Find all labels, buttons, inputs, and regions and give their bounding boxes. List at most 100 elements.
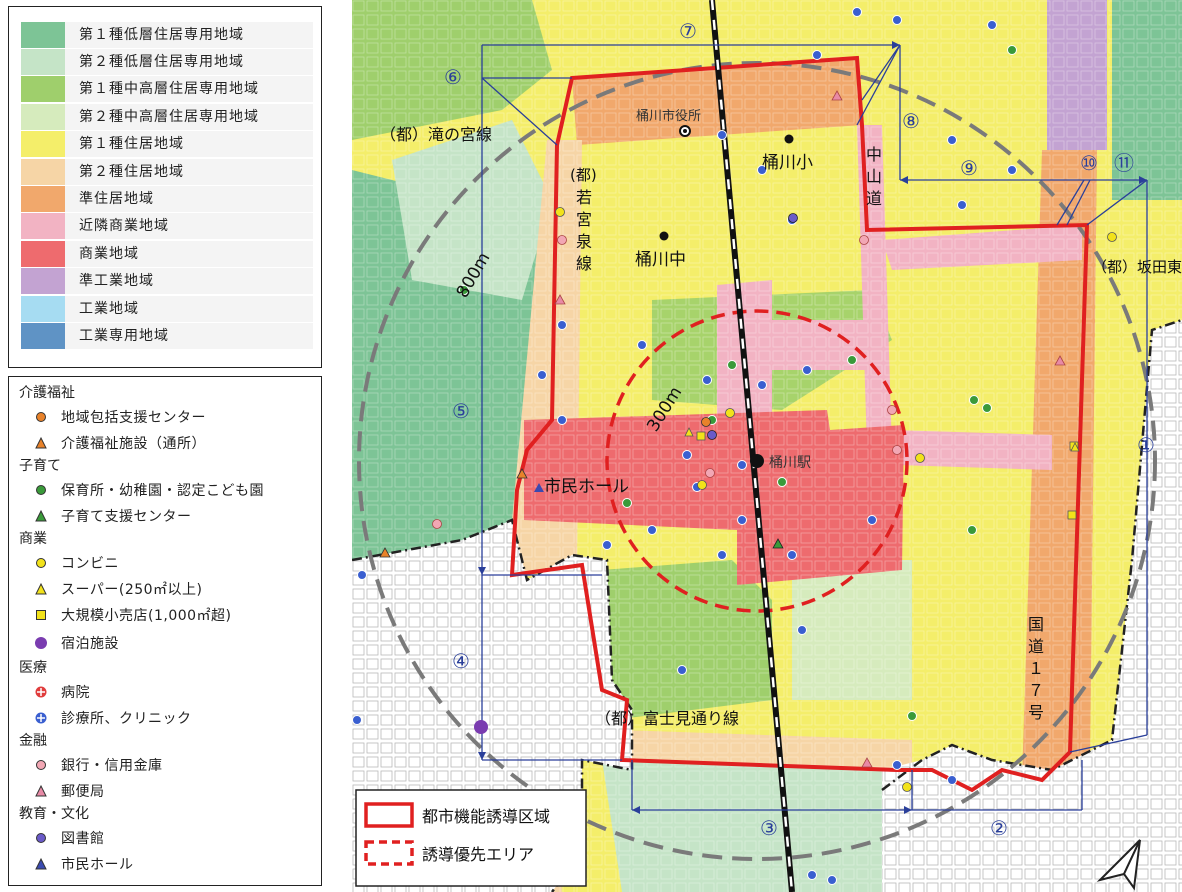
zone-swatch	[21, 131, 65, 158]
zone-swatch	[21, 76, 65, 103]
zone-legend-label: 近隣商業地域	[65, 213, 313, 240]
okegawa-station-marker[interactable]	[750, 454, 764, 468]
lodging-marker[interactable]	[474, 720, 488, 734]
facility-legend-item: 大規模小売店(1,000㎡超)	[19, 602, 313, 628]
facility-category-title: 介護福祉	[19, 385, 75, 401]
zone-legend-item: 第２種中高層住居専用地域	[21, 103, 313, 130]
label-road-wakamiya-2: 若	[576, 188, 592, 207]
facility-legend-item: 介護福祉施設（通所）	[19, 430, 313, 456]
okegawa-junior-high-marker[interactable]	[659, 231, 669, 241]
city-boundary	[352, 518, 634, 892]
facility-legend-label: 宿泊施設	[61, 636, 119, 652]
label-city-hall: 桶川市役所	[636, 108, 701, 124]
zone-swatch	[21, 268, 65, 295]
facility-legend-label: 保育所・幼稚園・認定こども園	[61, 483, 264, 499]
facility-legend-label: 市民ホール	[61, 857, 134, 873]
facility-markers[interactable]	[352, 7, 1117, 885]
label-road-fujimi: （都）富士見通り線	[595, 709, 739, 728]
zone-legend-label: 工業専用地域	[65, 322, 313, 349]
facility-legend-item: 銀行・信用金庫	[19, 752, 313, 778]
cross-circle-icon	[31, 711, 51, 725]
segment-7: ⑦	[679, 19, 697, 43]
zone-swatch	[21, 158, 65, 185]
zoning-legend: 第１種低層住居専用地域第２種低層住居専用地域第１種中高層住居専用地域第２種中高層…	[8, 6, 322, 368]
zone-swatch	[21, 103, 65, 130]
facility-legend-item: 保育所・幼稚園・認定こども園	[19, 477, 313, 503]
segment-9: ⑨	[960, 156, 978, 180]
zone-legend-item: 準住居地域	[21, 185, 313, 213]
zone-legend-item: 工業専用地域	[21, 322, 313, 349]
zone-swatch	[21, 186, 65, 213]
facility-legend-item: 郵便局	[19, 778, 313, 804]
facility-legend-label: 銀行・信用金庫	[61, 758, 163, 774]
facility-category-title: 子育て	[19, 458, 61, 474]
facility-legend-item: 宿泊施設	[19, 628, 313, 658]
zone-swatch	[21, 213, 65, 240]
label-route17-4: ７	[1028, 681, 1044, 700]
facility-legend-item: 市民ホール	[19, 851, 313, 877]
circle-icon	[31, 831, 51, 845]
priority-area-circle	[605, 309, 909, 613]
square-icon	[31, 608, 51, 622]
facility-category-title: 教育・文化	[19, 806, 89, 822]
label-road-nakasendo-3: 道	[866, 189, 882, 208]
zone-swatch	[21, 240, 65, 267]
label-road-sakata: （都）坂田東	[1092, 258, 1182, 276]
circle-icon	[31, 556, 51, 570]
segment-3: ③	[760, 816, 778, 840]
label-route17-1: 国	[1028, 615, 1044, 634]
zone-legend-label: 第１種中高層住居専用地域	[65, 76, 313, 103]
zone-legend-label: 工業地域	[65, 295, 313, 322]
segment-4: ④	[452, 649, 470, 673]
zone-legend-item: 準工業地域	[21, 268, 313, 295]
segment-1: ①	[1137, 433, 1155, 457]
facility-legend-label: 病院	[61, 685, 90, 701]
facility-legend-label: 地域包括支援センター	[61, 410, 206, 426]
zone-swatch	[21, 295, 65, 322]
triangle-icon	[31, 857, 51, 871]
segment-2: ②	[990, 816, 1008, 840]
zone-legend-item: 第１種住居地域	[21, 131, 313, 158]
triangle-icon	[31, 436, 51, 450]
zone-legend-label: 第１種住居地域	[65, 131, 313, 158]
label-road-takinomiya: （都）滝の宮線	[380, 125, 492, 144]
triangle-icon	[31, 784, 51, 798]
okegawa-elementary-marker[interactable]	[784, 134, 794, 144]
north-arrow-icon	[1096, 839, 1141, 891]
facility-legend-item: 図書館	[19, 825, 313, 851]
zone-legend-item: 第２種住居地域	[21, 158, 313, 185]
zone-legend-label: 第２種中高層住居専用地域	[65, 103, 313, 130]
label-road-wakamiya-3: 宮	[576, 210, 592, 229]
legend-induction-area: 都市機能誘導区域	[422, 807, 550, 826]
label-route17-3: １	[1028, 659, 1044, 678]
facility-legend-label: 診療所、クリニック	[61, 711, 192, 727]
zone-legend-label: 準工業地域	[65, 268, 313, 295]
facility-legend-item: 地域包括支援センター	[19, 404, 313, 430]
label-route17-5: 号	[1028, 703, 1044, 722]
facility-legend-item: スーパー(250㎡以上)	[19, 576, 313, 602]
measurement-arrowheads	[478, 41, 1147, 814]
facility-category-title: 医療	[19, 660, 47, 676]
measurement-lines	[481, 44, 1148, 811]
label-road-wakamiya-5: 線	[576, 254, 592, 273]
zone-legend-item: 工業地域	[21, 295, 313, 322]
facility-legend-item: 子育て支援センター	[19, 503, 313, 529]
zone-legend-item: 第１種中高層住居専用地域	[21, 76, 313, 103]
label-road-nakasendo-2: 山	[866, 167, 882, 186]
zone-swatch	[21, 49, 65, 76]
facility-category-title: 商業	[19, 531, 47, 547]
segment-labels: ① ② ③ ④ ⑤ ⑥ ⑦ ⑧ ⑨ ⑩ ⑪	[444, 19, 1155, 840]
segment-10: ⑩	[1080, 151, 1098, 175]
big-circle-icon	[31, 636, 51, 650]
label-okegawa-station: 桶川駅	[769, 455, 811, 471]
zone-legend-label: 第２種住居地域	[65, 158, 313, 185]
facility-legend-item: コンビニ	[19, 550, 313, 576]
label-okegawa-junior-high: 桶川中	[635, 250, 686, 270]
zone-legend-label: 第１種低層住居専用地域	[65, 21, 313, 48]
facility-legend-label: 郵便局	[61, 784, 105, 800]
zone-swatch	[21, 21, 65, 48]
circle-icon	[31, 410, 51, 424]
circle-icon	[31, 758, 51, 772]
segment-8: ⑧	[902, 109, 920, 133]
zoning-map[interactable]: 桶川市役所 桶川小 桶川中 桶川駅 市民ホール 300m 800m （都）滝の宮…	[352, 0, 1182, 892]
